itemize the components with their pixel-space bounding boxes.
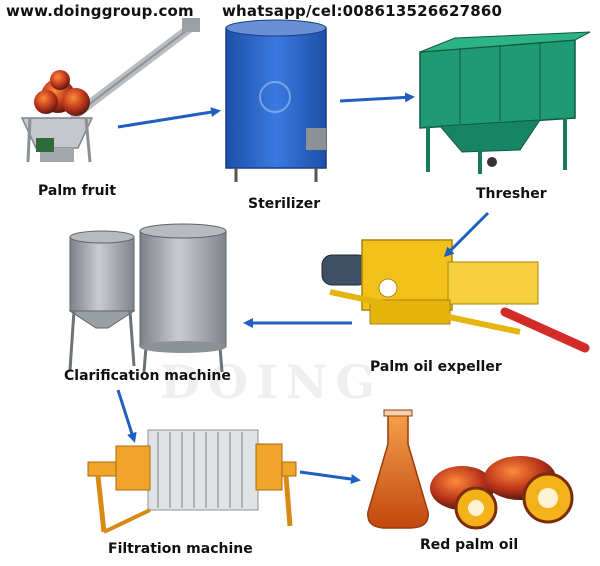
clarification-machine-label: Clarification machine [64,368,231,384]
palm-fruit-machine-image [22,18,200,162]
clarification-machine-image [70,224,226,372]
sterilizer-label: Sterilizer [248,196,320,212]
thresher-label: Thresher [476,186,547,202]
flow-arrow [446,213,488,255]
red-palm-oil-image [368,410,572,528]
sterilizer-image [226,20,326,182]
filtration-machine-image [88,430,296,532]
flow-arrow [118,111,218,127]
palm-oil-expeller-image [322,240,585,348]
palm-fruit-label: Palm fruit [38,183,116,199]
red-palm-oil-label: Red palm oil [420,537,518,553]
flow-arrow [300,472,358,480]
flow-arrow [340,97,412,101]
thresher-image [420,32,590,174]
filtration-machine-label: Filtration machine [108,541,253,557]
flow-arrow [118,390,134,440]
palm-oil-expeller-label: Palm oil expeller [370,359,502,375]
